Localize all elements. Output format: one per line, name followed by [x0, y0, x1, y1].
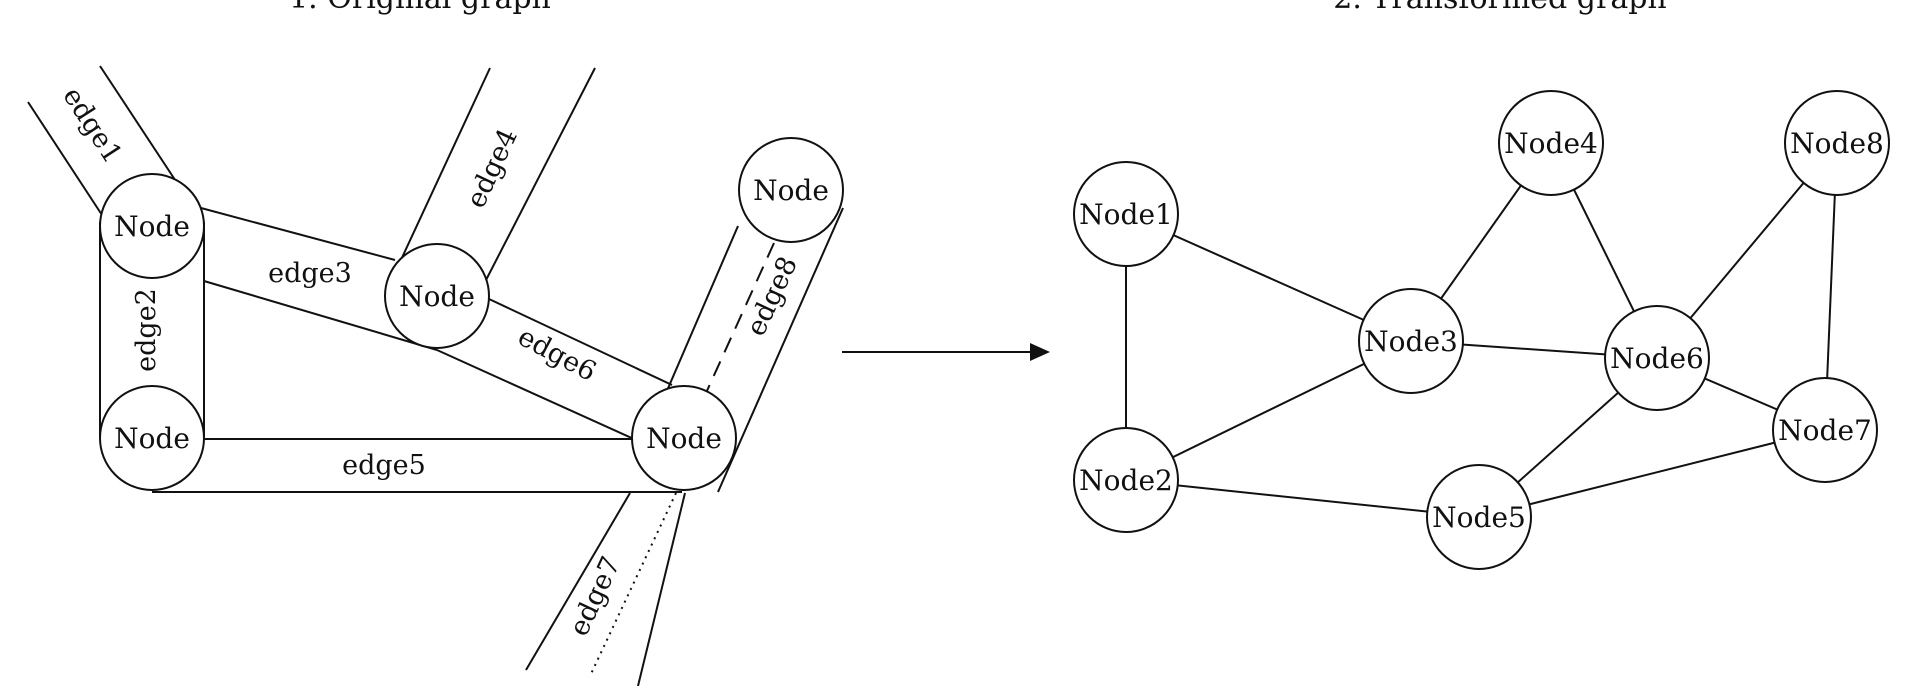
original-graph: Node Node Node Node Node edge1 edge2 edg…: [27, 65, 844, 686]
original-node: Node: [631, 385, 737, 491]
svg-text:Node: Node: [753, 174, 829, 207]
node-label: Node5: [1432, 501, 1526, 534]
node-node4: Node4: [1498, 90, 1604, 196]
node-label: Node6: [1610, 342, 1704, 375]
node-circle: [1604, 305, 1710, 411]
node-label: Node1: [1079, 198, 1173, 231]
band-edge5: [152, 438, 682, 493]
transform-arrow: [842, 343, 1050, 361]
node-circle: [1073, 427, 1179, 533]
node-circle: [1784, 90, 1890, 196]
svg-text:Node: Node: [114, 422, 190, 455]
band-edge2: [99, 222, 205, 437]
band-edge6: [436, 298, 673, 441]
node-node1: Node1: [1073, 161, 1179, 267]
band-edge1: [27, 65, 186, 216]
original-node: Node: [738, 137, 844, 243]
svg-text:Node: Node: [114, 210, 190, 243]
band-edge8: [665, 207, 844, 493]
svg-text:Node: Node: [646, 422, 722, 455]
node-circle: [1498, 90, 1604, 196]
node-node7: Node7: [1772, 377, 1878, 483]
node-node5: Node5: [1426, 464, 1532, 570]
edge-label-edge4: edge4: [461, 124, 524, 213]
node-node3: Node3: [1358, 288, 1464, 394]
node-node8: Node8: [1784, 90, 1890, 196]
transformed-edges: [1125, 142, 1838, 518]
band-edge4: [399, 67, 596, 283]
node-circle: [1073, 161, 1179, 267]
node-label: Node3: [1364, 325, 1458, 358]
node-circle: [1772, 377, 1878, 483]
node-label: Node8: [1790, 127, 1884, 160]
original-node: Node: [99, 385, 205, 491]
edge-label-edge1: edge1: [56, 82, 128, 169]
original-node: Node: [99, 173, 205, 279]
node-label: Node7: [1778, 414, 1872, 447]
edge-label-edge5: edge5: [342, 450, 426, 481]
node-circle: [1358, 288, 1464, 394]
node-node2: Node2: [1073, 427, 1179, 533]
edge-label-edge7: edge7: [564, 552, 627, 641]
band-edge7: [525, 492, 686, 686]
transformed-graph-title: 2. Transformed graph: [1333, 0, 1667, 16]
edge-node5-node7: [1478, 429, 1826, 518]
edge-label-edge2: edge2: [131, 288, 162, 372]
original-graph-title: 1. Original graph: [289, 0, 551, 16]
node-label: Node4: [1504, 127, 1598, 160]
edge-node2-node5: [1125, 479, 1480, 518]
original-node: Node: [384, 243, 490, 349]
node-node6: Node6: [1604, 305, 1710, 411]
node-label: Node2: [1079, 464, 1173, 497]
edge-label-edge3: edge3: [268, 258, 352, 289]
svg-text:Node: Node: [399, 280, 475, 313]
band-edge3: [200, 207, 438, 351]
node-circle: [1426, 464, 1532, 570]
